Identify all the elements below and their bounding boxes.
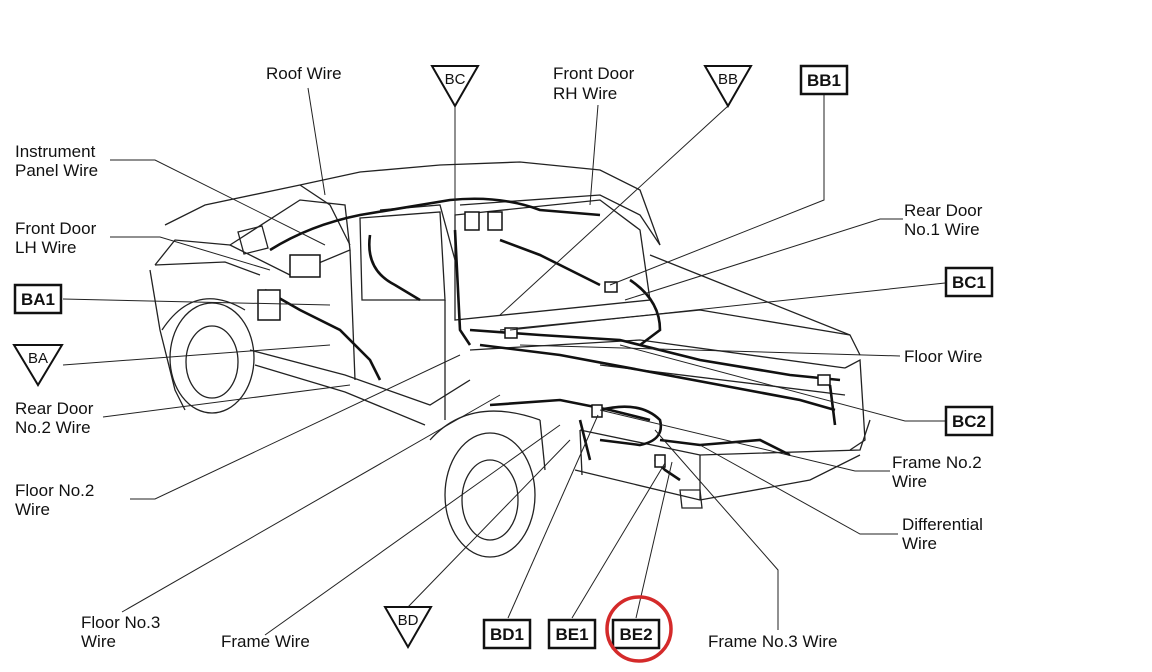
triangle-bc: BC [430,65,480,109]
label-floor-no3-wire-line1: Floor No.3 [81,613,160,632]
label-front-door-lh-wire-line2: LH Wire [15,238,76,257]
highlight-circle [605,595,673,663]
label-floor-wire: Floor Wire [904,347,982,366]
label-instrument-panel-wire-line1: Instrument [15,142,96,161]
label-rear-door-no2-wire-line2: No.2 Wire [15,418,91,437]
label-floor-no3-wire-line2: Wire [81,632,116,651]
box-bb1-label: BB1 [807,71,841,90]
label-rear-door-no1-wire-line1: Rear Door [904,201,983,220]
triangle-bd-label: BD [398,612,419,629]
label-instrument-panel-wire-line2: Panel Wire [15,161,98,180]
label-roof-wire: Roof Wire [266,64,342,83]
box-be2-label: BE2 [619,625,652,644]
label-frame-no3-wire: Frame No.3 Wire [708,632,837,651]
vehicle-illustration [149,161,871,558]
box-ba1-label: BA1 [21,290,55,309]
label-frame-wire: Frame Wire [221,632,310,651]
box-bd1-label: BD1 [490,625,524,644]
label-rear-door-no1-wire-line2: No.1 Wire [904,220,980,239]
box-be2: BE2 [611,618,661,650]
box-bd1: BD1 [482,618,532,650]
label-front-door-rh-wire-line1: Front Door [553,64,635,83]
box-bc2-label: BC2 [952,412,986,431]
box-bc2: BC2 [944,405,994,437]
label-rear-door-no2-wire-line1: Rear Door [15,399,94,418]
leader-lines [62,87,946,636]
label-differential-wire-line2: Wire [902,534,937,553]
label-front-door-lh-wire-line1: Front Door [15,219,97,238]
label-frame-no2-wire-line1: Frame No.2 [892,453,982,472]
triangle-bb-label: BB [718,71,738,88]
box-bb1: BB1 [799,64,849,96]
box-be1-label: BE1 [555,625,588,644]
box-codes: BB1 BA1 BC1 BC2 BD1 BE1 BE2 [13,64,994,650]
wire-labels: Roof Wire Front Door RH Wire Instrument … [15,64,983,651]
label-floor-no2-wire-line2: Wire [15,500,50,519]
triangle-ba: BA [12,344,64,387]
label-frame-no2-wire-line2: Wire [892,472,927,491]
triangle-bd: BD [383,606,433,650]
triangle-bc-label: BC [445,71,466,88]
triangle-codes: BC BB BA BD [12,65,753,650]
label-differential-wire-line1: Differential [902,515,983,534]
box-bc1: BC1 [944,266,994,298]
wire-harness [257,197,841,482]
triangle-bb: BB [703,65,753,109]
label-front-door-rh-wire-line2: RH Wire [553,84,617,103]
label-floor-no2-wire-line1: Floor No.2 [15,481,94,500]
triangle-ba-label: BA [28,350,48,367]
box-ba1: BA1 [13,283,63,315]
box-bc1-label: BC1 [952,273,986,292]
box-be1: BE1 [547,618,597,650]
